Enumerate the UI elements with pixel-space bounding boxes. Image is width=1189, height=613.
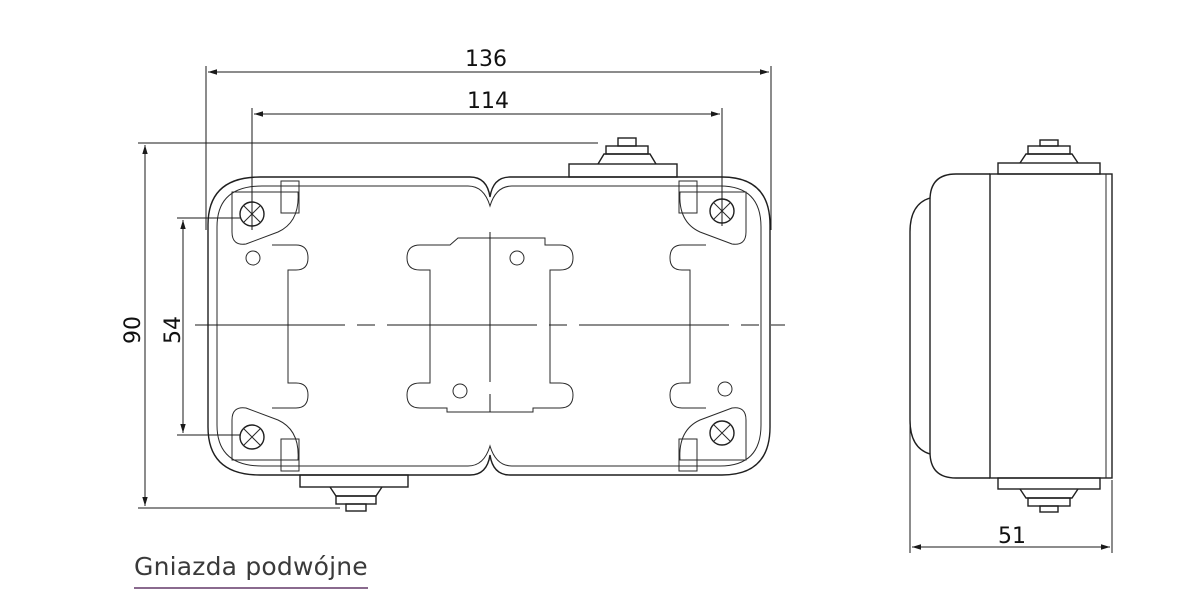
side-view <box>909 139 1113 513</box>
hole-center-top <box>509 250 525 266</box>
dimension-54: 54 <box>161 217 240 436</box>
mounting-corner-bottom-left <box>231 407 300 472</box>
cable-gland-top <box>568 137 678 178</box>
dimension-label-overall-height: 90 <box>121 316 146 344</box>
housing-inner-wall <box>216 185 762 467</box>
dimension-label-overall-width: 136 <box>465 47 507 72</box>
cutout-left <box>272 244 309 409</box>
hole-center-bottom <box>452 383 468 399</box>
dimension-114: 114 <box>251 89 723 230</box>
side-gland-bottom <box>997 477 1101 513</box>
cable-gland-bottom <box>299 474 409 512</box>
side-gland-top <box>997 139 1101 175</box>
dimension-label-mounting-width: 114 <box>467 89 509 114</box>
hole-left <box>245 250 261 266</box>
center-plate <box>406 237 574 413</box>
mounting-corner-bottom-right <box>678 407 747 472</box>
cutout-right <box>669 244 706 409</box>
caption: Gniazda podwójne <box>134 552 368 589</box>
housing-outline <box>207 176 771 476</box>
side-body <box>989 173 1113 479</box>
dimension-label-depth: 51 <box>998 524 1026 549</box>
dimension-136: 136 <box>205 47 772 230</box>
side-front-bulge <box>909 197 931 455</box>
side-cover <box>929 173 990 479</box>
dimension-51: 51 <box>909 420 1113 553</box>
dimension-90: 90 <box>121 142 598 509</box>
hole-right <box>717 381 733 397</box>
dimension-label-mounting-height: 54 <box>161 316 186 344</box>
mounting-corner-top-left <box>231 180 300 245</box>
front-view <box>195 137 785 512</box>
mounting-corner-top-right <box>678 180 747 245</box>
